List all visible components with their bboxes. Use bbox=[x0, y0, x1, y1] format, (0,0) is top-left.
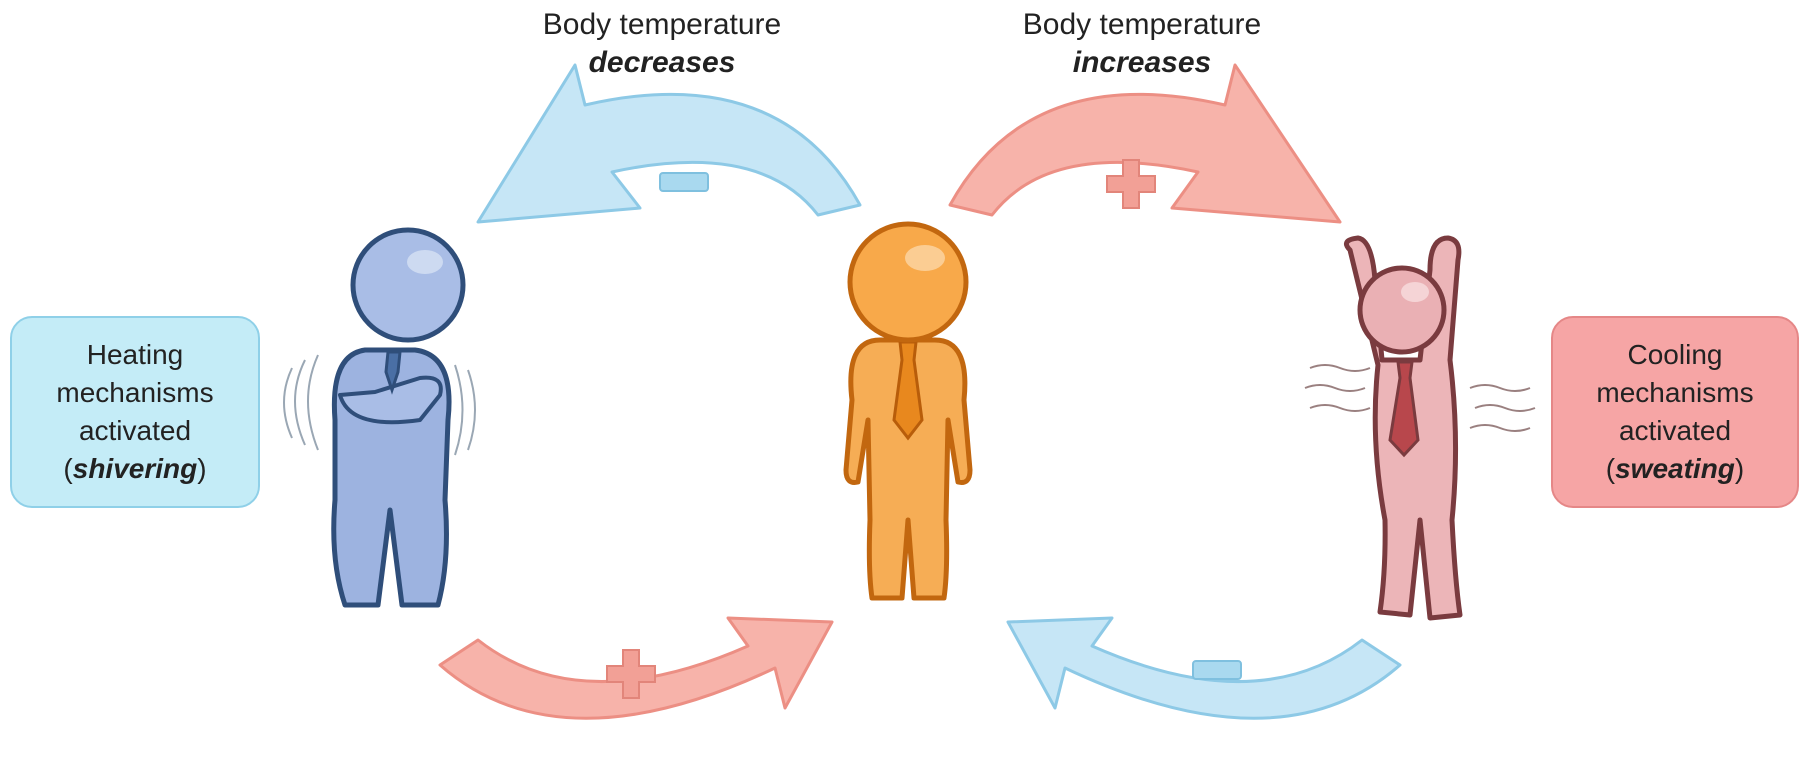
minus-sign-icon-top bbox=[660, 173, 708, 191]
sweating-person-icon bbox=[1305, 238, 1535, 618]
curved-arrow-icon-top-left bbox=[478, 65, 860, 222]
shivering-person-icon bbox=[284, 230, 475, 605]
curved-arrow-icon-top-right bbox=[950, 65, 1340, 222]
plus-sign-icon-top bbox=[1107, 160, 1155, 208]
minus-sign-icon-bottom bbox=[1193, 661, 1241, 679]
normal-person-icon bbox=[846, 224, 970, 598]
